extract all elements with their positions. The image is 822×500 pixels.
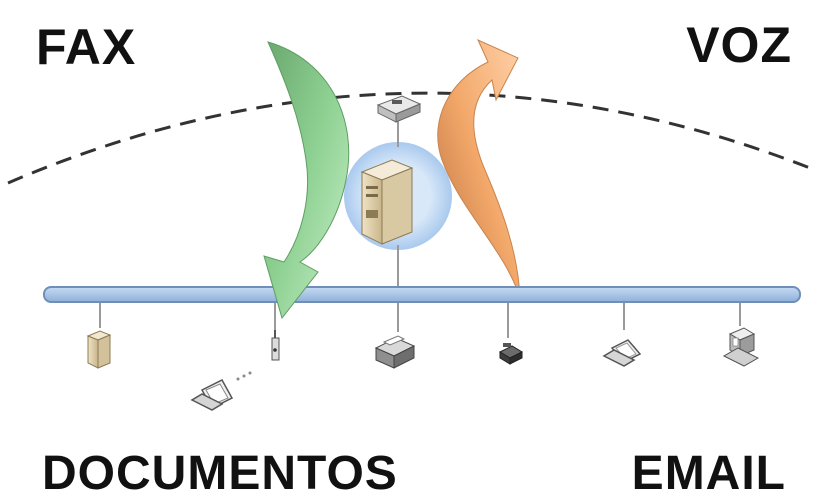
ip-phone-icon [498,343,524,365]
pc-tower-icon [86,330,112,369]
printer-icon [374,335,416,369]
voice-arrow [437,39,521,299]
label-documentos: DOCUMENTOS [42,447,398,500]
device-drop-lines [99,120,741,338]
server-icon [360,159,414,245]
wireless-access-point-icon [271,330,280,361]
label-fax: FAX [36,19,137,75]
fax-arrow [263,41,350,320]
fax-device-icon [376,95,422,123]
laptop-icon [190,379,234,411]
label-email: EMAIL [631,447,786,500]
workstation-icon [722,327,760,367]
laptop-icon [602,339,642,367]
dashed-boundary-arc [7,91,816,185]
wireless-signal-icon [236,371,252,381]
network-bus [43,286,801,303]
label-voz: VOZ [686,17,792,73]
